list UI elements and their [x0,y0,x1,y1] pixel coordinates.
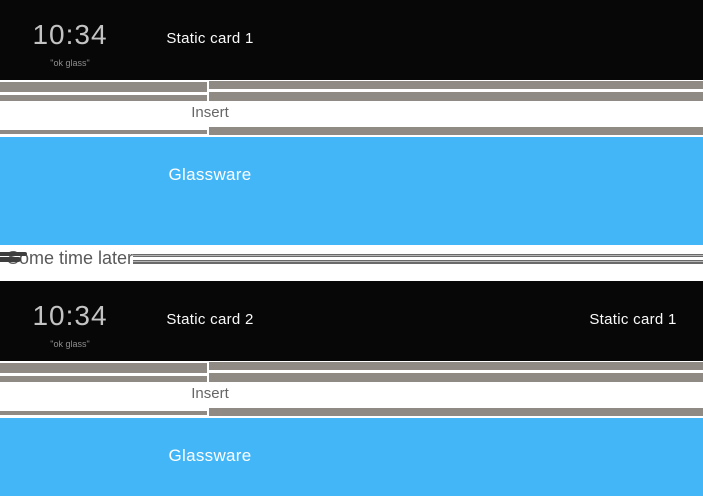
clock-text: 10:34 [32,300,108,331]
static-card-1-label: Static card 1 [589,311,677,328]
time-gap-text: Some time later [7,248,134,268]
static-card-1-label: Static card 1 [166,30,254,47]
timeline-row-2: 10:34 "ok glass" Static card 2 Static ca… [0,281,703,496]
ok-glass-hint: "ok glass" [50,58,90,68]
insert-label: Insert [191,385,229,402]
timeline-bar [0,130,207,134]
glassware-card: Glassware [0,137,703,245]
time-gap-divider: Some time later [0,245,703,281]
home-card: 10:34 "ok glass" [0,0,140,80]
ok-glass-hint: "ok glass" [50,339,90,349]
timeline-bars-zone: Insert [0,80,703,137]
timeline-bar [0,95,207,101]
timeline-bar [209,127,703,135]
timeline-bar [0,376,207,382]
glassware-label: Glassware [168,165,252,184]
timeline-break-line [133,260,703,264]
timeline-bar [209,362,703,370]
timeline-break-dash [0,257,21,262]
timeline-break-dash [0,252,27,256]
timeline-bar [209,408,703,416]
insert-label: Insert [191,104,229,121]
timeline-screenshot-2: 10:34 "ok glass" Static card 2 Static ca… [0,281,703,361]
clock-text: 10:34 [32,19,108,50]
timeline-break-line [133,254,703,257]
timeline-bar [0,82,207,92]
static-card-2-label: Static card 2 [166,311,254,328]
timeline-row-1: 10:34 "ok glass" Static card 1 Insert Gl… [0,0,703,245]
glassware-card: Glassware [0,418,703,496]
timeline-bars-zone: Insert [0,361,703,418]
timeline-screenshot-1: 10:34 "ok glass" Static card 1 [0,0,703,80]
timeline-bar [209,92,703,101]
timeline-bar [0,363,207,373]
timeline-bar [209,81,703,89]
home-card: 10:34 "ok glass" [0,281,140,361]
glassware-label: Glassware [168,446,252,465]
timeline-bar [0,411,207,415]
timeline-bar [209,373,703,382]
